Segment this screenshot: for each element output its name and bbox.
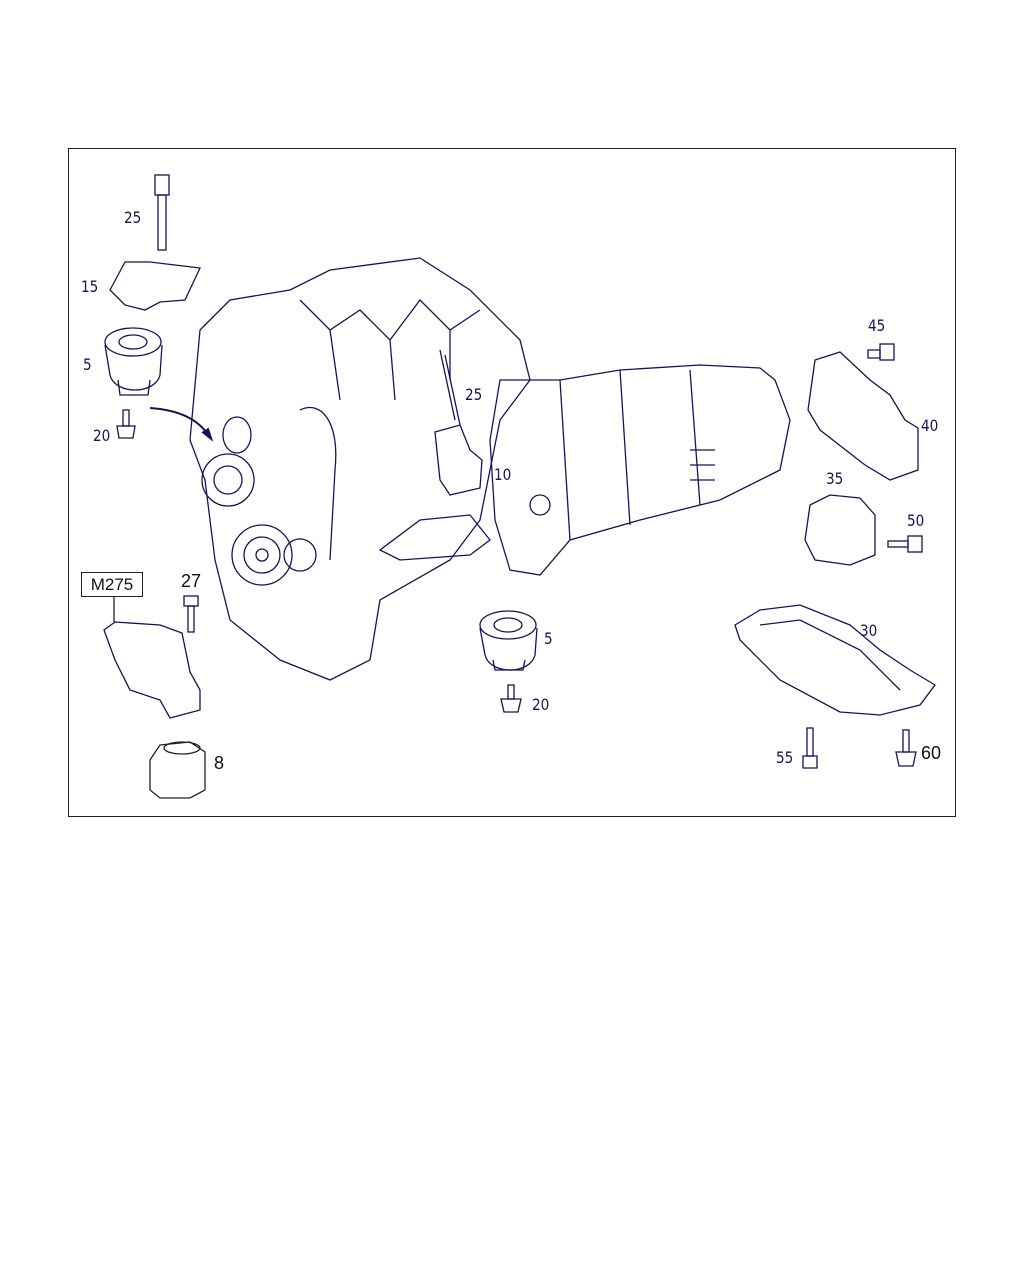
callout-45: 45 <box>868 316 886 335</box>
engine-mount-5-bottom <box>479 610 538 671</box>
engine-drawing <box>189 257 531 681</box>
bolt-20-left <box>116 409 136 439</box>
callout-27: 27 <box>181 571 202 591</box>
callout-30: 30 <box>860 621 878 640</box>
callout-8: 8 <box>214 753 225 773</box>
bracket-10 <box>434 424 483 496</box>
engine-code-label: M275 <box>81 572 143 597</box>
mount-35 <box>804 494 876 566</box>
bolt-20-bottom <box>500 684 522 713</box>
callout-20-left: 20 <box>93 426 111 445</box>
diagram-frame <box>68 148 956 817</box>
callout-25-top: 25 <box>124 208 142 227</box>
callout-55: 55 <box>776 748 794 767</box>
bracket-40 <box>807 351 919 481</box>
bolt-25-top <box>154 174 170 251</box>
crossmember-30 <box>734 604 936 716</box>
callout-5-left: 5 <box>83 355 92 374</box>
callout-20-bottom: 20 <box>532 695 550 714</box>
bracket-m275 <box>103 621 201 719</box>
transmission-drawing <box>489 364 791 576</box>
callout-50: 50 <box>907 511 925 530</box>
callout-60: 60 <box>921 743 942 763</box>
mount-8 <box>149 741 206 799</box>
bolt-27 <box>183 595 199 633</box>
arrow-icon <box>149 407 211 439</box>
engine-mount-5-left <box>104 327 163 396</box>
bolt-50 <box>887 535 923 553</box>
callout-5-bottom: 5 <box>544 629 553 648</box>
callout-35: 35 <box>826 469 844 488</box>
bolt-45 <box>867 343 895 361</box>
callout-40: 40 <box>921 416 939 435</box>
heat-shield-15 <box>109 261 201 311</box>
bolt-55 <box>802 727 818 769</box>
callout-15: 15 <box>81 277 99 296</box>
callout-10: 10 <box>494 465 512 484</box>
callout-25-mid: 25 <box>465 385 483 404</box>
bolt-60 <box>895 729 917 767</box>
